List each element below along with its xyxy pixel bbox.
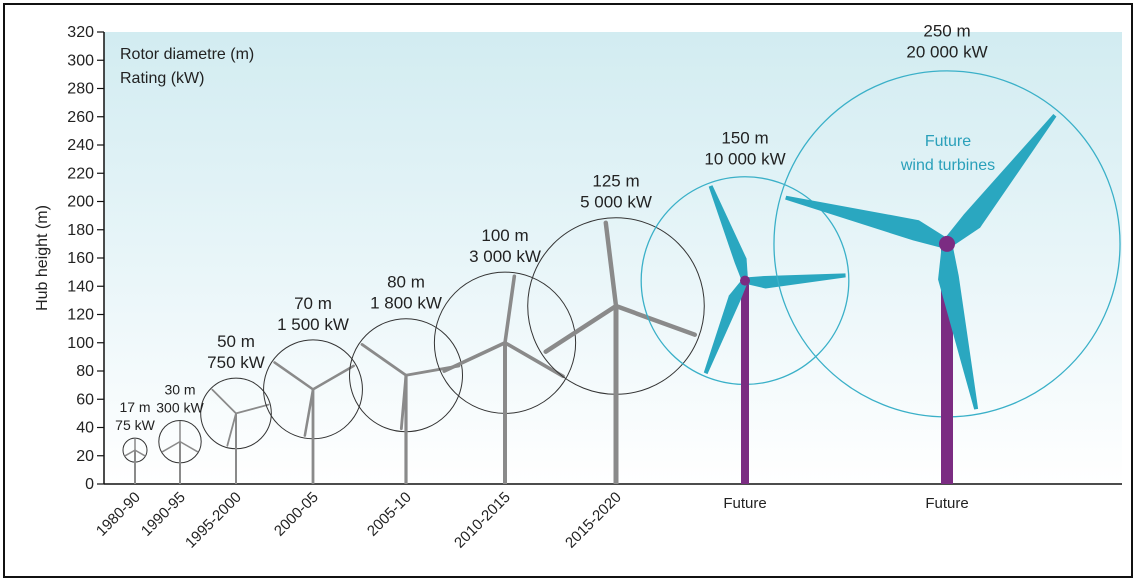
- tower: [134, 450, 136, 484]
- blade: [211, 388, 237, 415]
- period-label: 1980-90: [93, 489, 144, 540]
- turbines: [122, 70, 1121, 484]
- y-tick-label: 260: [67, 109, 94, 126]
- tower: [311, 389, 315, 484]
- period-label: 1990-95: [138, 489, 189, 540]
- legend-rating: Rating (kW): [120, 70, 204, 87]
- tower: [179, 441, 181, 484]
- y-tick-label: 60: [76, 391, 94, 408]
- hub: [740, 275, 750, 286]
- blade: [399, 373, 408, 431]
- turbine-6: [433, 271, 577, 484]
- blade: [503, 274, 517, 345]
- rating-label: 5 000 kW: [580, 193, 652, 212]
- y-tick-label: 240: [67, 137, 94, 154]
- rotor-diameter-label: 250 m: [923, 21, 970, 40]
- y-tick-label: 0: [85, 476, 94, 493]
- y-tick-label: 280: [67, 81, 94, 98]
- rotor-diameter-label: 125 m: [592, 172, 639, 191]
- period-label: 2015-2020: [562, 489, 625, 552]
- period-label: 1995-2000: [182, 489, 245, 552]
- rating-label: 1 800 kW: [370, 294, 442, 313]
- blade: [311, 364, 355, 391]
- y-tick-label: 20: [76, 448, 94, 465]
- blade: [273, 361, 315, 391]
- rotor-diameter-label: 70 m: [294, 294, 332, 313]
- blade: [134, 449, 146, 457]
- y-tick-label: 40: [76, 420, 94, 437]
- turbine-4: [263, 339, 363, 484]
- rating-label: 20 000 kW: [906, 42, 987, 61]
- blade: [503, 340, 565, 379]
- rating-label: 10 000 kW: [704, 150, 785, 169]
- blade: [938, 242, 979, 410]
- y-tick-label: 100: [67, 335, 94, 352]
- rotor-diameter-label: 50 m: [217, 332, 255, 351]
- blade: [785, 195, 949, 249]
- period-label: 2000-05: [271, 489, 322, 540]
- blade: [235, 403, 270, 415]
- rotor-diameter-label: 30 m: [164, 381, 195, 397]
- y-tick-label: 300: [67, 52, 94, 69]
- blade: [543, 303, 619, 354]
- turbine-labels: 17 m 75 kW 30 m 300 kW 50 m 750 kW 70 m 1 500 k…: [115, 21, 987, 433]
- tower: [235, 413, 237, 484]
- y-axis: 0 20 40 60 80 100 120 140 160 180 200 220 240 260 280 3…: [67, 24, 105, 493]
- future-annotation-line2: wind turbines: [900, 157, 995, 174]
- rating-label: 1 500 kW: [277, 315, 349, 334]
- y-tick-label: 140: [67, 278, 94, 295]
- blade: [942, 114, 1057, 248]
- blade: [360, 343, 408, 377]
- y-tick-label: 180: [67, 222, 94, 239]
- turbine-1: [122, 437, 148, 484]
- rotor-diameter-label: 17 m: [119, 399, 150, 415]
- turbine-2: [158, 419, 202, 484]
- tower: [503, 342, 507, 484]
- blade: [124, 449, 136, 457]
- period-label: Future: [925, 495, 968, 512]
- period-label: 2005-10: [364, 489, 415, 540]
- tower: [404, 375, 408, 484]
- blade: [708, 185, 748, 282]
- y-axis-title: Hub height (m): [34, 205, 51, 311]
- tower: [741, 280, 749, 484]
- blade: [161, 440, 181, 453]
- turbine-9: [773, 70, 1121, 484]
- y-tick-label: 200: [67, 194, 94, 211]
- rating-label: 750 kW: [207, 353, 265, 372]
- blade: [179, 440, 199, 453]
- period-label: Future: [723, 495, 766, 512]
- blade: [703, 279, 748, 375]
- y-tick-label: 220: [67, 165, 94, 182]
- hub: [939, 235, 955, 252]
- blade: [226, 412, 237, 447]
- blade: [613, 303, 698, 337]
- turbine-3: [200, 377, 272, 484]
- period-label: 2010-2015: [451, 489, 514, 552]
- future-annotation-line1: Future: [925, 133, 971, 150]
- turbine-8: [640, 176, 850, 484]
- y-tick-label: 120: [67, 307, 94, 324]
- blade: [442, 340, 507, 373]
- legend-rotor-diameter: Rotor diametre (m): [120, 46, 254, 63]
- y-tick-label: 160: [67, 250, 94, 267]
- plot-background: [104, 32, 1122, 484]
- y-tick-label: 80: [76, 363, 94, 380]
- blade: [744, 273, 846, 289]
- rating-label: 75 kW: [115, 417, 155, 433]
- turbine-7: [527, 217, 705, 484]
- rotor-diameter-label: 100 m: [481, 226, 528, 245]
- rotor-diameter-label: 80 m: [387, 273, 425, 292]
- y-tick-label: 320: [67, 24, 94, 41]
- rating-label: 300 kW: [156, 399, 204, 415]
- rotor-diameter-label: 150 m: [721, 129, 768, 148]
- blade: [303, 388, 315, 437]
- blade: [603, 220, 619, 309]
- rating-label: 3 000 kW: [469, 247, 541, 266]
- tower: [613, 306, 619, 484]
